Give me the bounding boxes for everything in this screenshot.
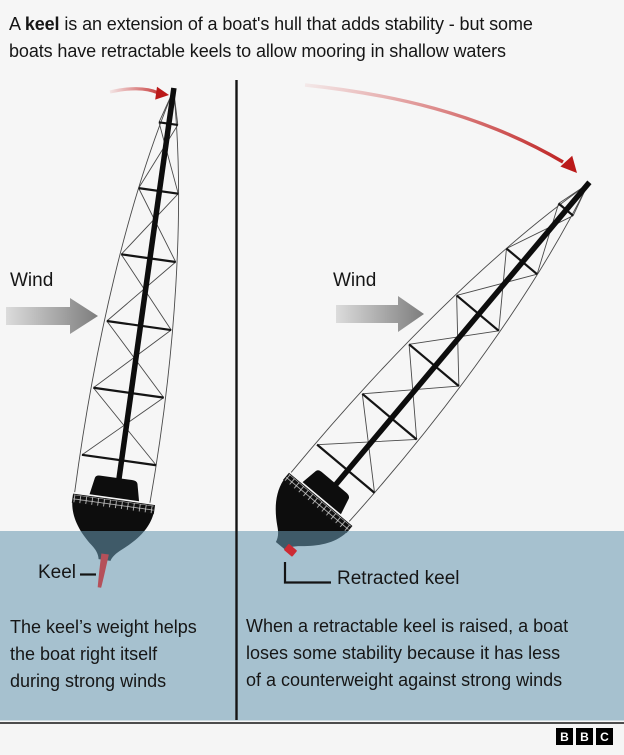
keel-fin	[97, 553, 109, 588]
wind-label-right: Wind	[333, 270, 377, 291]
retracted-keel-label: Retracted keel	[337, 568, 460, 589]
caption-left-line-1: The keel’s weight helps	[10, 617, 197, 637]
caption-right: When a retractable keel is raised, a boa…	[246, 613, 568, 694]
right-boat	[250, 155, 619, 573]
left-boat	[65, 82, 213, 566]
wind-arrow-left-icon	[6, 298, 98, 334]
caption-left-line-3: during strong winds	[10, 671, 167, 691]
caption-right-line-1: When a retractable keel is raised, a boa…	[246, 616, 569, 636]
heel-arrow-left-icon	[109, 86, 169, 100]
bbc-logo-block-2: B	[576, 728, 593, 745]
keel-label: Keel	[37, 562, 76, 583]
bbc-logo-block-1: B	[556, 728, 573, 745]
caption-left: The keel’s weight helps the boat right i…	[10, 614, 197, 695]
retracted-keel-nub	[284, 544, 297, 557]
caption-right-line-3: of a counterweight against strong winds	[246, 670, 563, 690]
footer-strip	[0, 722, 624, 755]
bbc-logo: B B C	[556, 728, 613, 745]
wind-label-left: Wind	[10, 270, 54, 291]
heel-arrow-right-icon	[304, 83, 577, 173]
bbc-logo-block-3: C	[596, 728, 613, 745]
title-line-2: boats have retractable keels to allow mo…	[9, 41, 506, 61]
page-title: A keel is an extension of a boat's hull …	[9, 11, 533, 65]
caption-right-line-2: loses some stability because it has less	[246, 643, 561, 663]
caption-left-line-2: the boat right itself	[10, 644, 158, 664]
title-line-1: A keel is an extension of a boat's hull …	[9, 14, 533, 34]
retracted-keel-label-line	[283, 562, 331, 584]
wind-arrow-right-icon	[336, 296, 424, 332]
